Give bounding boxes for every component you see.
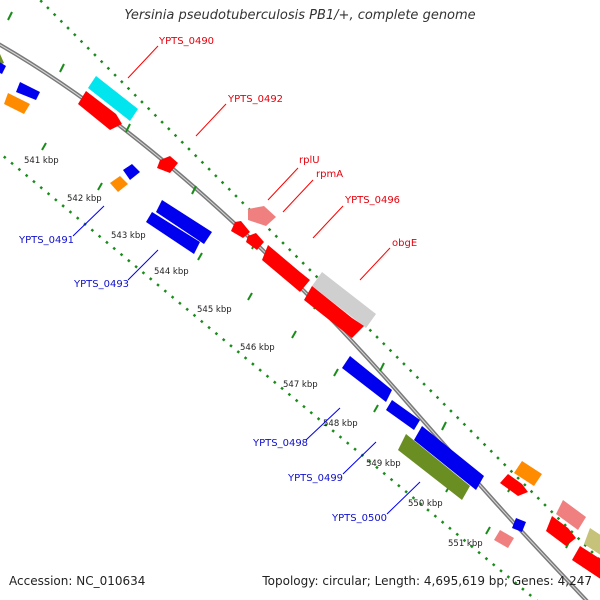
gene-feature[interactable]	[157, 156, 178, 173]
gene-label: YPTS_0496	[344, 195, 400, 206]
gene-feature[interactable]	[494, 530, 514, 548]
gene-feature[interactable]	[262, 245, 310, 292]
gene-feature[interactable]	[304, 286, 364, 338]
kbp-labels: 541 kbp 542 kbp 543 kbp 544 kbp 545 kbp …	[24, 156, 483, 549]
gene-label: YPTS_0490	[158, 36, 214, 47]
gene-label: rpmA	[316, 169, 343, 180]
genome-backbone-highlight	[0, 44, 587, 600]
kbp-label: 541 kbp	[24, 156, 59, 166]
gene-feature[interactable]	[398, 434, 470, 500]
topology-text: Topology: circular; Length: 4,695,619 bp…	[262, 574, 592, 588]
gene-label: YPTS_0499	[287, 473, 343, 484]
gene-label: obgE	[392, 238, 417, 249]
gene-feature[interactable]	[146, 212, 200, 254]
gene-feature[interactable]	[584, 528, 600, 556]
gene-feature[interactable]	[386, 400, 420, 430]
gene-feature[interactable]	[546, 516, 576, 546]
gene-label: YPTS_0491	[18, 235, 74, 246]
gene-feature[interactable]	[4, 93, 30, 114]
kbp-label: 551 kbp	[448, 539, 483, 549]
gene-feature[interactable]	[156, 200, 212, 244]
kbp-label: 548 kbp	[323, 419, 358, 429]
accession-text: Accession: NC_010634	[9, 574, 146, 588]
gene-feature[interactable]	[110, 176, 128, 192]
gene-feature[interactable]	[572, 546, 600, 580]
callout-lines-forward	[127, 45, 391, 281]
kbp-label: 543 kbp	[111, 231, 146, 241]
gene-feature[interactable]	[248, 206, 276, 226]
gene-label: YPTS_0498	[252, 438, 308, 449]
kbp-label: 550 kbp	[408, 499, 443, 509]
gene-feature[interactable]	[556, 500, 586, 530]
kbp-label: 542 kbp	[67, 194, 102, 204]
gene-feature[interactable]	[88, 76, 138, 121]
gene-feature[interactable]	[231, 221, 250, 238]
gene-feature[interactable]	[0, 54, 4, 66]
gene-feature[interactable]	[123, 164, 140, 180]
kbp-label: 546 kbp	[240, 343, 275, 353]
kbp-label: 544 kbp	[154, 267, 189, 277]
gene-feature[interactable]	[500, 474, 528, 496]
gene-feature[interactable]	[78, 91, 122, 130]
gene-feature[interactable]	[312, 272, 376, 328]
genome-backbone	[0, 42, 589, 600]
reverse-genes	[0, 60, 526, 548]
gene-feature[interactable]	[342, 356, 392, 402]
gene-feature[interactable]	[514, 461, 542, 486]
gene-feature[interactable]	[246, 233, 264, 250]
inner-dotted-track	[0, 151, 538, 600]
gene-label: YPTS_0500	[331, 513, 387, 524]
gene-feature[interactable]	[16, 82, 40, 100]
kbp-label: 547 kbp	[283, 380, 318, 390]
gene-feature[interactable]	[414, 426, 484, 490]
gene-feature[interactable]	[512, 518, 526, 532]
gene-label: YPTS_0492	[227, 94, 283, 105]
callout-lines-reverse	[72, 205, 421, 515]
map-title: Yersinia pseudotuberculosis PB1/+, compl…	[124, 8, 476, 23]
forward-genes	[0, 54, 600, 580]
gene-labels: YPTS_0490 YPTS_0492 rplU rpmA YPTS_0496 …	[18, 36, 417, 524]
gene-feature[interactable]	[0, 60, 6, 74]
gene-label: rplU	[299, 155, 320, 166]
gene-label: YPTS_0493	[73, 279, 129, 290]
kbp-label: 549 kbp	[366, 459, 401, 469]
inner-tick-marks	[41, 142, 491, 535]
kbp-label: 545 kbp	[197, 305, 232, 315]
